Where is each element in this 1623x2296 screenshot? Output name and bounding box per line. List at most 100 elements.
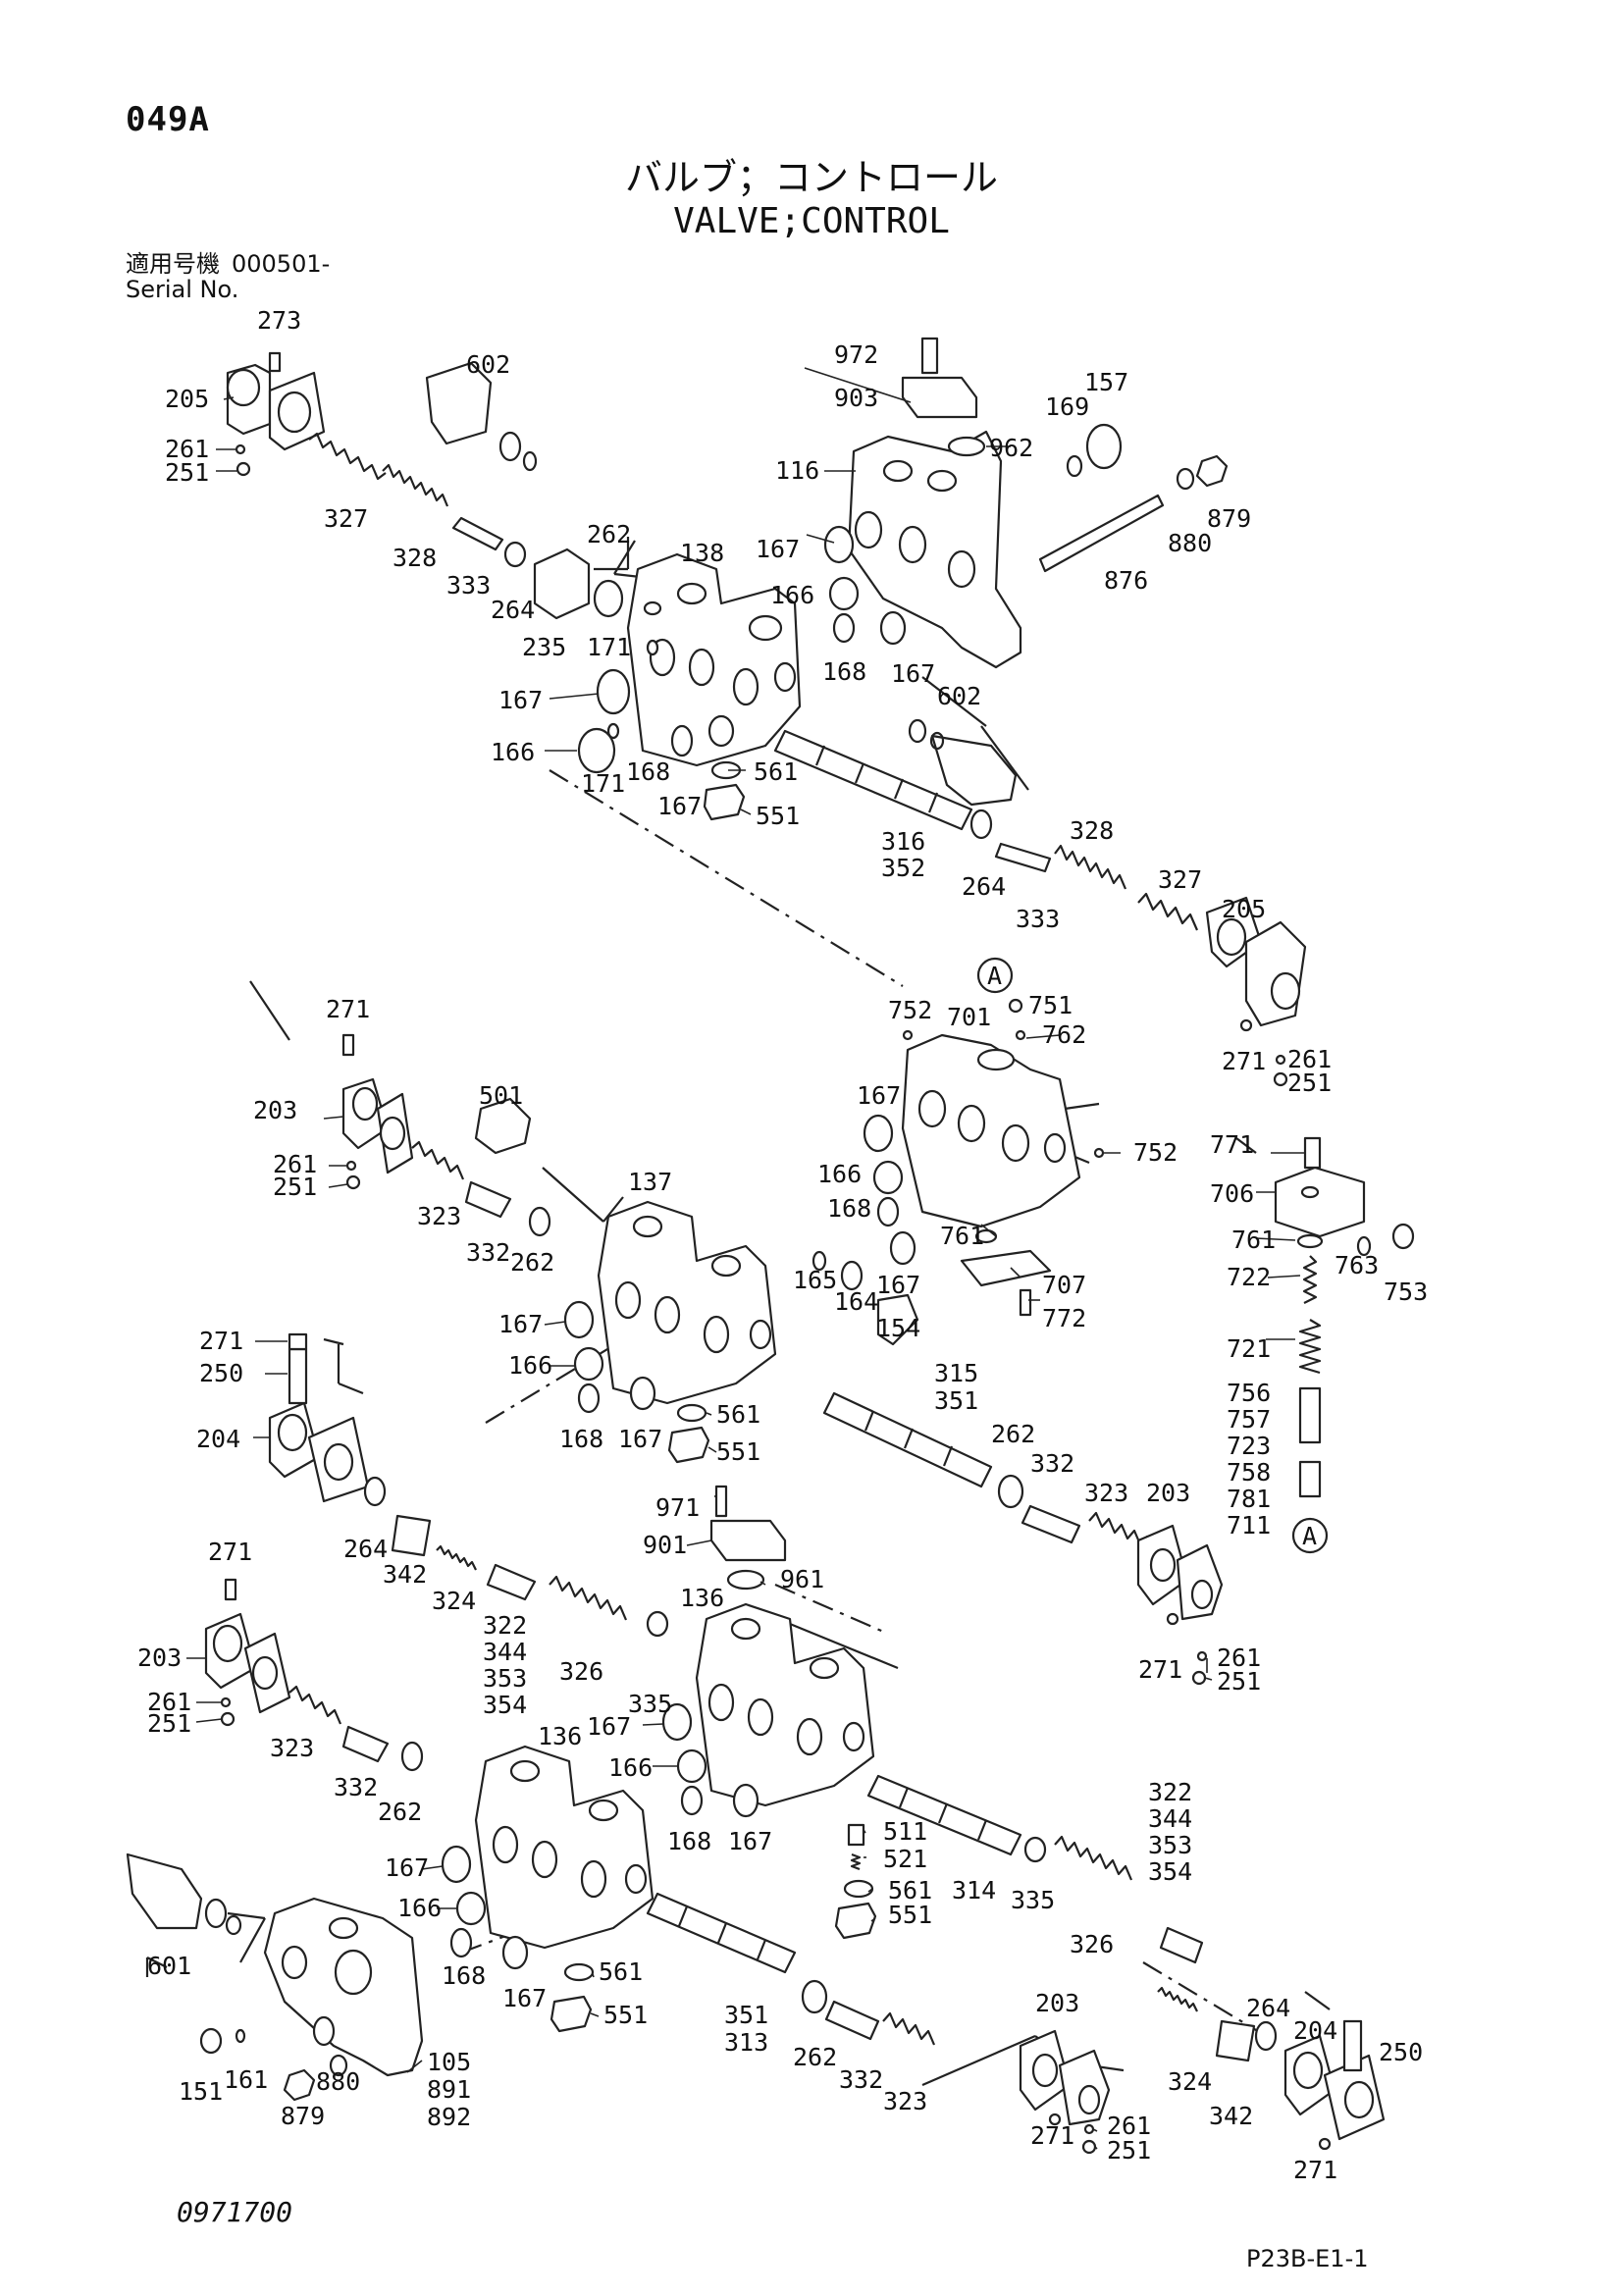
label-137: 137	[628, 1168, 672, 1196]
label-262-e: 262	[793, 2043, 837, 2071]
label-271-d: 271	[199, 1327, 243, 1355]
oring-167-k	[441, 1845, 472, 1884]
bolt-271-e	[1166, 1612, 1179, 1626]
label-271-f: 271	[1030, 2121, 1074, 2150]
plug-251-d	[1273, 1071, 1288, 1087]
label-166-k: 166	[397, 1894, 442, 1922]
callout-circle-a-bottom	[1291, 1517, 1329, 1554]
plug-753	[1391, 1223, 1415, 1250]
label-972: 972	[834, 340, 878, 369]
spool-313-grooves	[677, 1905, 767, 1960]
oring-166-a	[577, 727, 616, 774]
spool-315-grooves	[864, 1410, 954, 1467]
label-335-a: 335	[628, 1690, 672, 1718]
label-332-b: 332	[1030, 1449, 1074, 1478]
oring-261-f	[1083, 2123, 1095, 2135]
label-722: 722	[1227, 1263, 1271, 1291]
spring-327-top2	[1137, 892, 1199, 931]
spring-327-top	[308, 432, 387, 481]
serial-label-en: Serial No.	[126, 276, 239, 303]
oring-261-d	[1275, 1054, 1286, 1066]
plug-601	[126, 1852, 242, 1936]
spool-322-a	[486, 1563, 537, 1601]
cap-204-b	[1283, 2034, 1386, 2141]
label-251-a: 251	[165, 458, 209, 487]
oring-167-l	[501, 1935, 529, 1970]
oring-166-k	[455, 1891, 487, 1926]
label-136-b: 136	[538, 1722, 582, 1750]
label-161: 161	[224, 2065, 268, 2094]
label-166-c: 166	[770, 581, 814, 609]
oring-166-e	[872, 1160, 904, 1195]
callout-a-top: A	[987, 962, 1002, 990]
leader-lines	[186, 367, 1305, 2150]
spring-324-a	[436, 1544, 477, 1571]
oring-264-a	[363, 1476, 387, 1507]
label-165: 165	[793, 1266, 837, 1294]
label-353-b: 353	[1148, 1831, 1192, 1859]
spring-326-b	[1054, 1835, 1133, 1881]
label-326-b: 326	[1070, 1930, 1114, 1958]
guide-lines	[460, 769, 1267, 2037]
oring-167-d	[879, 610, 907, 646]
label-203-a: 203	[253, 1096, 297, 1124]
label-342-a: 342	[383, 1560, 427, 1589]
label-271-e: 271	[208, 1538, 252, 1566]
label-167-h: 167	[618, 1425, 662, 1453]
label-261-c: 261	[273, 1150, 317, 1178]
oring-262-a	[528, 1206, 551, 1237]
section-136-a	[695, 1602, 875, 1807]
label-235: 235	[522, 633, 566, 661]
label-261-b: 261	[1287, 1045, 1332, 1073]
spool-332-c	[341, 1725, 390, 1763]
oring-962	[947, 436, 986, 457]
ring-171-a	[646, 639, 659, 656]
plug-602-mid	[930, 734, 1018, 807]
label-701: 701	[947, 1003, 991, 1031]
oring-166-g	[573, 1346, 604, 1382]
label-271-c: 271	[1138, 1655, 1182, 1684]
label-333-a: 333	[446, 571, 491, 600]
section-138	[626, 552, 802, 767]
label-203-d: 203	[1035, 1989, 1079, 2017]
plug-251-f	[1081, 2139, 1097, 2155]
label-262-b: 262	[510, 1248, 554, 1277]
label-264-a: 264	[491, 596, 535, 624]
label-168-k: 168	[442, 1961, 486, 1990]
bolt-271-c	[224, 1578, 237, 1601]
plug-602-top	[425, 361, 493, 445]
label-166-e: 166	[817, 1160, 862, 1188]
label-354-b: 354	[1148, 1857, 1192, 1886]
washer-880	[1176, 467, 1195, 491]
oring-961	[726, 1569, 765, 1591]
label-323-b: 323	[1084, 1479, 1128, 1507]
flange-903	[901, 376, 978, 419]
bolt-271-g	[1318, 2137, 1332, 2151]
label-322-b: 322	[1148, 1778, 1192, 1806]
spool-333-top	[451, 516, 504, 551]
oring-167-i	[661, 1702, 693, 1742]
label-262-a: 262	[587, 520, 631, 548]
piston-756	[1298, 1386, 1322, 1444]
plate-707	[960, 1249, 1052, 1287]
label-761-b: 761	[1231, 1226, 1276, 1254]
oring-262-top	[593, 579, 624, 618]
diagram-shapes	[126, 337, 1415, 2155]
label-164: 164	[834, 1287, 878, 1316]
label-752-b: 752	[1133, 1138, 1178, 1167]
label-901: 901	[643, 1531, 687, 1559]
label-168-e: 168	[827, 1194, 871, 1223]
label-758: 758	[1227, 1458, 1271, 1487]
label-326-a: 326	[559, 1657, 603, 1686]
shaft-876	[1038, 494, 1165, 573]
label-757: 757	[1227, 1405, 1271, 1434]
oring-167-c	[823, 525, 855, 564]
plug-751	[1008, 998, 1023, 1014]
label-876: 876	[1104, 566, 1148, 595]
label-204-b: 204	[1293, 2016, 1337, 2045]
label-262-d: 262	[378, 1798, 422, 1826]
bolt-772	[1019, 1288, 1032, 1317]
label-261-a: 261	[165, 435, 209, 463]
label-344-b: 344	[1148, 1804, 1192, 1833]
